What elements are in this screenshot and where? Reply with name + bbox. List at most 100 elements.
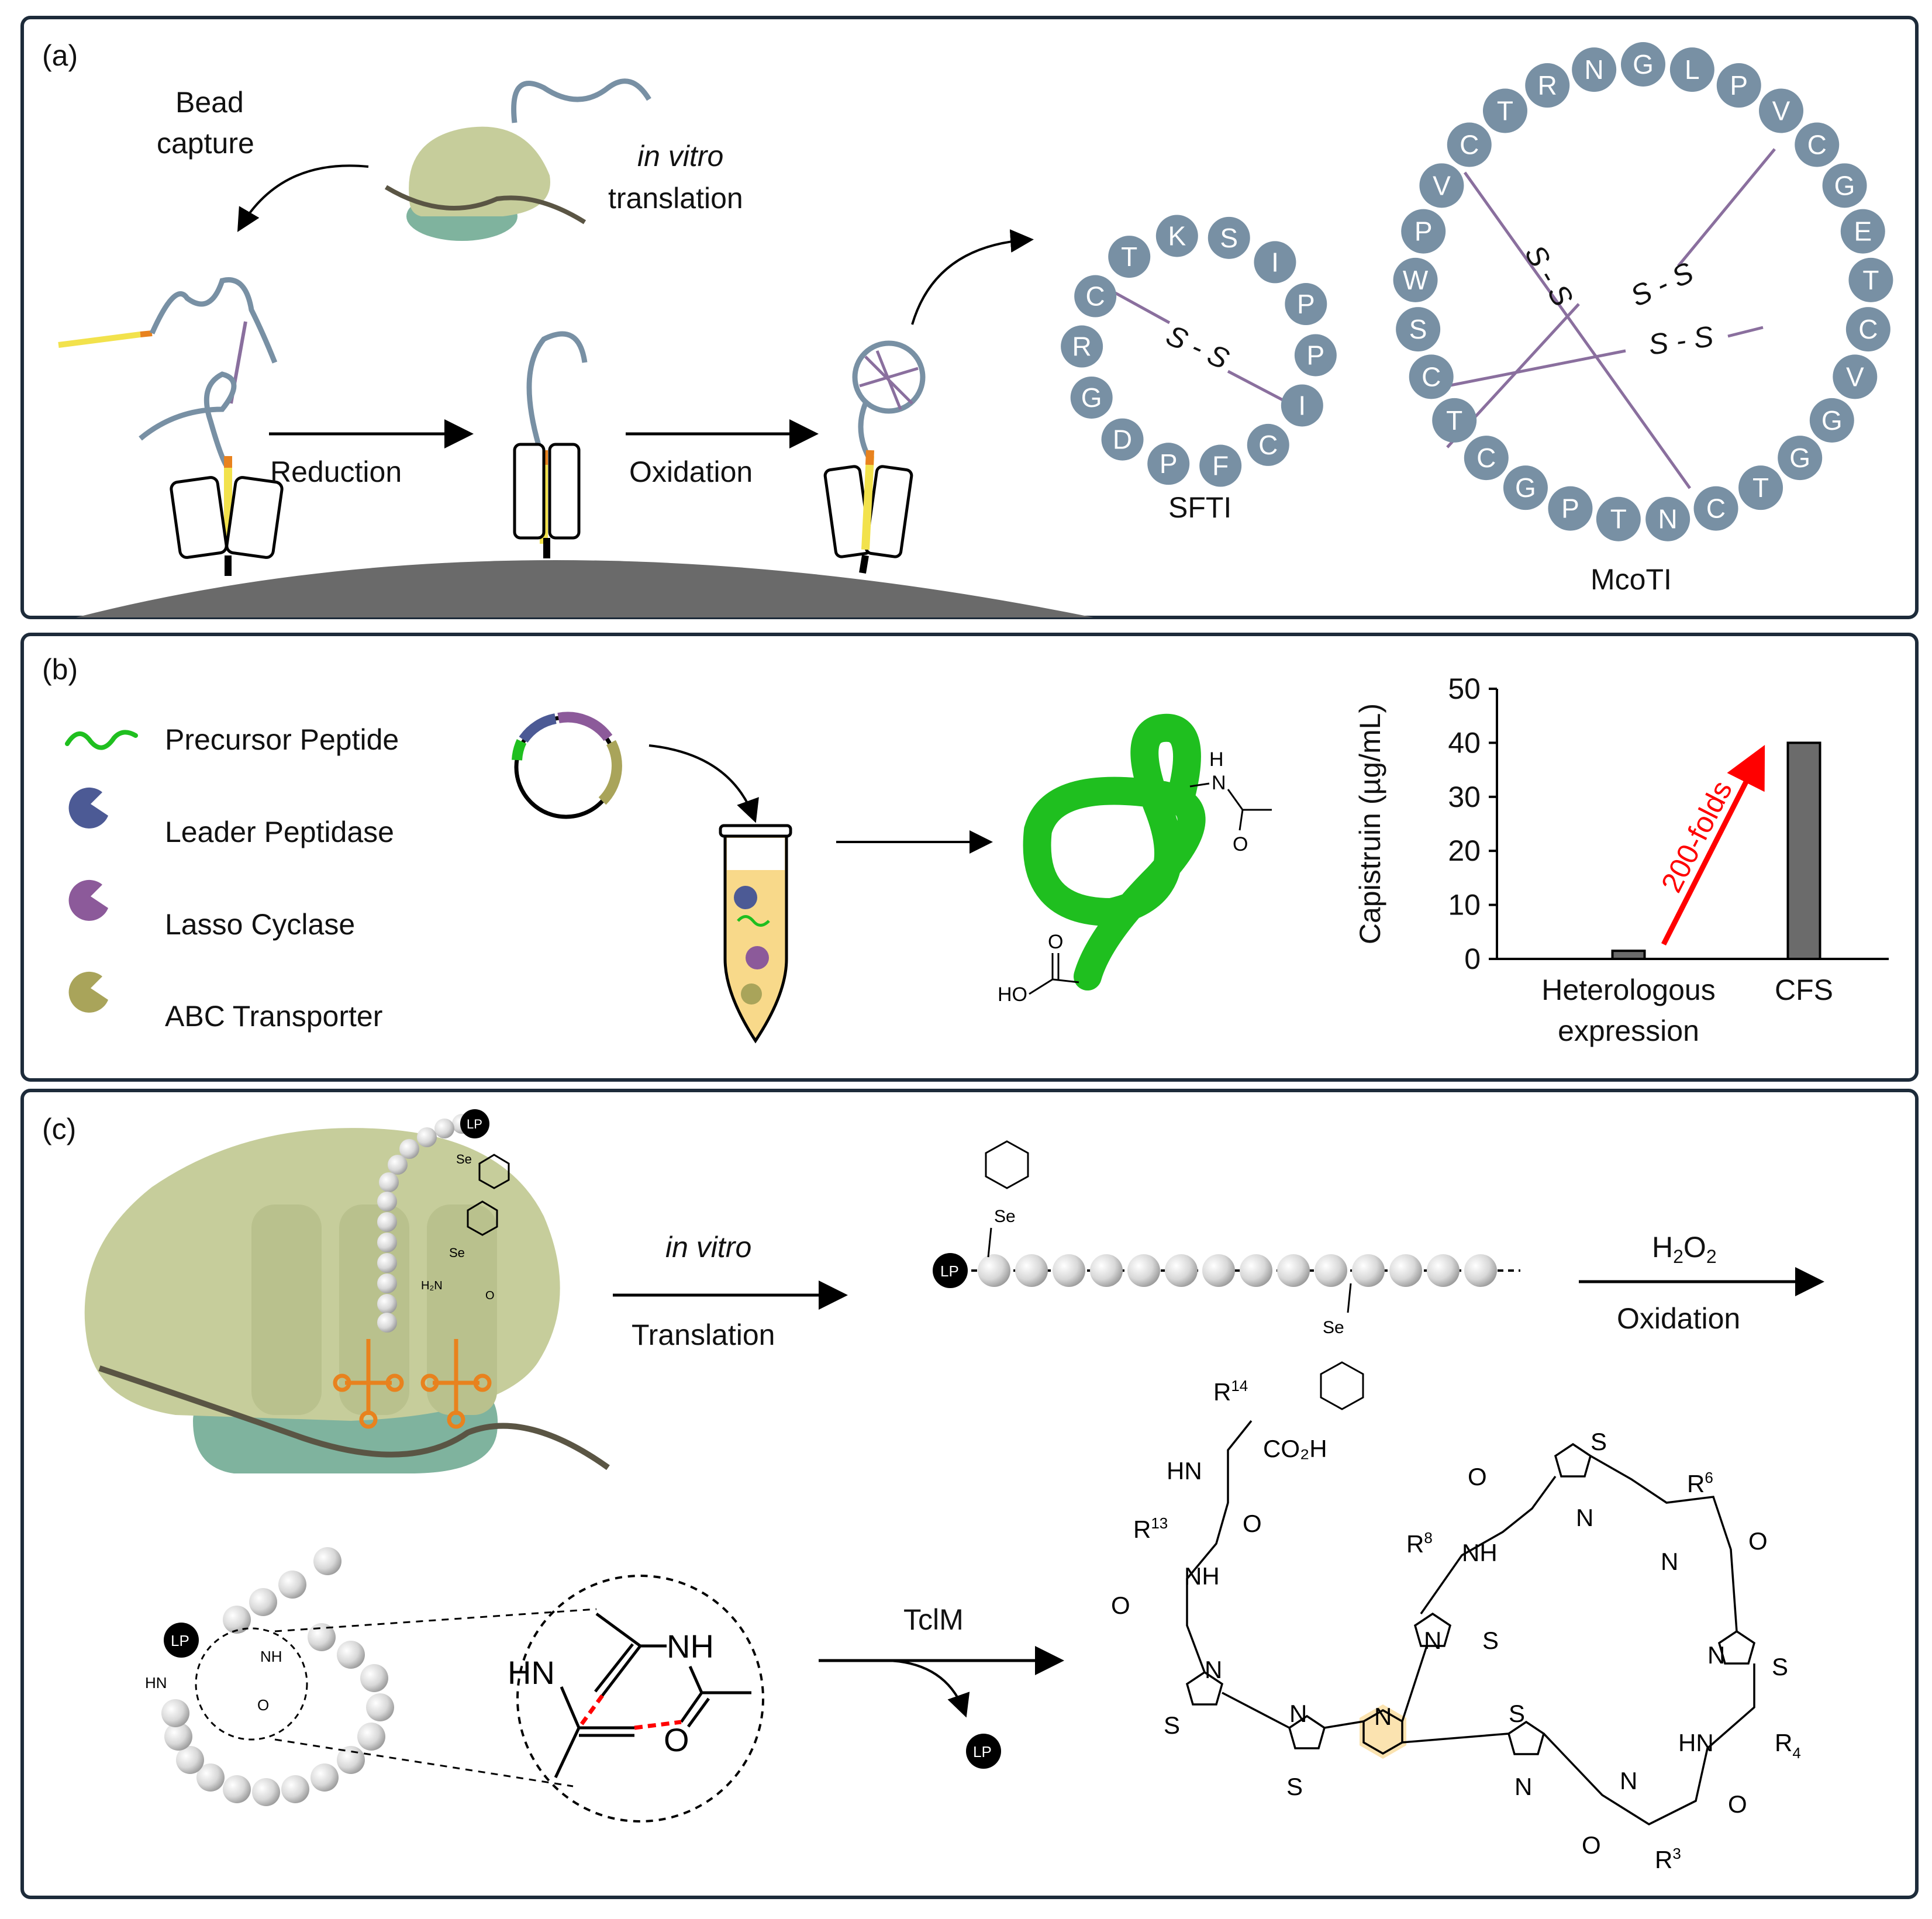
peptide-bead (249, 1588, 277, 1616)
mcoti-ss-bond-1: S - S (1519, 239, 1579, 312)
sfti-residue (1281, 384, 1323, 427)
peptide-bead (377, 1273, 397, 1293)
lp-linear-label: LP (940, 1262, 959, 1280)
mcoti-residue (1759, 88, 1804, 133)
thiopeptide-labels: R14 CO₂H HN R13 O NH O N S N S N N S R8 … (1111, 1377, 1801, 1873)
nh-loop-label: NH (260, 1648, 282, 1665)
peptide-bead (1352, 1254, 1385, 1287)
s-label-4: S (1591, 1428, 1607, 1455)
lp-badge-linear (933, 1253, 968, 1288)
peptide-bead (281, 1775, 309, 1803)
n-pyridine-label: N (1374, 1703, 1392, 1730)
y-tick-label: 40 (1448, 726, 1481, 759)
peptide-bead (417, 1127, 437, 1147)
peptide-bead (1015, 1254, 1048, 1287)
sfti-residue (1074, 275, 1117, 317)
hn-label-1: HN (1167, 1457, 1202, 1485)
mcoti-residue (1822, 163, 1867, 208)
sfti-residue-label: R (1072, 332, 1092, 362)
peptide-bead (176, 1746, 204, 1774)
abc-transporter-icon (68, 971, 108, 1013)
sfti-residue (1294, 334, 1337, 377)
peptide-bead (399, 1139, 419, 1159)
mcoti-residue-label: T (1862, 265, 1879, 295)
peptide-bead (223, 1606, 251, 1634)
lasso-chem-h: H (1209, 748, 1224, 771)
mcoti-residue-label: C (1422, 361, 1441, 392)
mcoti-residue (1840, 209, 1885, 254)
o-label-6: O (1582, 1831, 1601, 1859)
lp-ribosome-label: LP (467, 1117, 482, 1131)
panel-a-tag: (a) (42, 39, 78, 72)
mcoti-residue-label: G (1834, 170, 1855, 201)
o-label-5: O (1728, 1790, 1747, 1818)
peptide-bead (337, 1641, 365, 1669)
mcoti-residue (1447, 122, 1492, 167)
sfti-residue-label: P (1297, 289, 1315, 319)
se-linear-top: Se (994, 1207, 1016, 1226)
sfti-residue (1254, 241, 1296, 284)
mcoti-residue (1848, 257, 1893, 302)
lasso-chem-o: O (1233, 833, 1248, 855)
mcoti-residue (1645, 496, 1690, 541)
trna-icon-1 (333, 1339, 404, 1429)
n-label-1: N (1205, 1656, 1222, 1683)
mcoti-residue-label: V (1846, 361, 1864, 392)
mcoti-residue-label: C (1460, 130, 1479, 160)
r3-label: R3 (1655, 1845, 1681, 1873)
r13-label: R13 (1133, 1514, 1168, 1543)
mcoti-residue (1809, 398, 1854, 443)
lasso-peptide: H N O HO O (998, 713, 1272, 1006)
mcoti-residue-label: T (1752, 472, 1769, 503)
mcoti-residue (1503, 465, 1548, 510)
in-vitro-label: in vitro (637, 140, 723, 172)
sfti-residue-label: D (1113, 424, 1132, 455)
peptide-bead (377, 1192, 397, 1212)
r4-label: R4 (1775, 1729, 1801, 1762)
mcoti-residue (1396, 307, 1441, 352)
lp-badge-ribosome (460, 1109, 489, 1138)
sfti-residue-label: C (1258, 430, 1278, 460)
panel-b-tag: (b) (42, 653, 78, 686)
peptide-bead (1277, 1254, 1310, 1287)
peptide-bead (366, 1693, 394, 1721)
mcoti-residue (1738, 465, 1783, 510)
panel-b: (b) Precursor Peptide Leader Peptidase L… (20, 633, 1919, 1082)
mcoti-residue-label: V (1772, 96, 1790, 126)
o-label-3: O (1468, 1463, 1487, 1490)
capture-arrow (237, 164, 369, 232)
peptide-bead (223, 1775, 251, 1803)
peptide-bead (1315, 1254, 1347, 1287)
mcoti-residue (1716, 63, 1761, 108)
panel-c-tag: (c) (42, 1113, 76, 1145)
sfti-ss-bond: S - S (1161, 319, 1234, 376)
peptide-bead (360, 1664, 388, 1692)
mcoti-residue-label: N (1658, 504, 1678, 534)
phenyl-ring-1 (478, 1154, 510, 1189)
sfti-residue-label: S (1220, 223, 1238, 253)
ribosome-a (384, 78, 651, 241)
mcoti-ss-bond-2: S - S (1626, 256, 1698, 313)
mcoti-residue-label: P (1730, 70, 1748, 101)
mcoti-residue (1596, 496, 1641, 541)
peptide-bead (164, 1723, 192, 1751)
mcoti-residue-label: C (1858, 314, 1878, 344)
peptide-bead (196, 1763, 225, 1792)
lp-loop-label: LP (171, 1632, 189, 1649)
precursor-peptide-icon (65, 730, 138, 750)
linear-peptide: LP Se Se (933, 1140, 1520, 1410)
mcoti-residue-label: L (1685, 54, 1700, 85)
mcoti-residue (1621, 42, 1665, 87)
hn-zoom-label: HN (508, 1654, 555, 1691)
mcoti-residue (1401, 209, 1446, 254)
peptide-bead (313, 1547, 341, 1575)
panel-a: (a) Bead capture in vitro translation (20, 16, 1919, 619)
in-vitro-c-label: in vitro (665, 1231, 751, 1264)
mcoti-residue (1419, 163, 1464, 208)
peptide-bead (978, 1254, 1010, 1287)
ribosome-peptide-chain (377, 1114, 472, 1333)
peptide-bead (1464, 1254, 1497, 1287)
peptide-bead (252, 1778, 280, 1806)
